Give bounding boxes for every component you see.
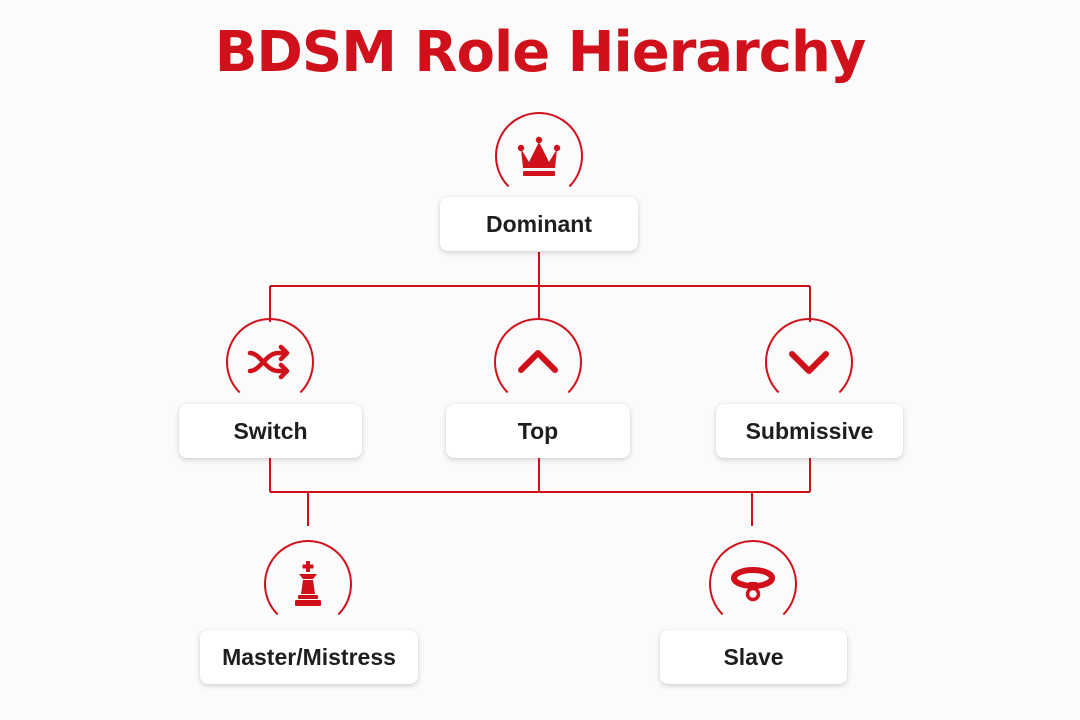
node-switch[interactable]: Switch [179, 404, 362, 458]
node-master-mistress[interactable]: Master/Mistress [200, 630, 418, 684]
node-top[interactable]: Top [446, 404, 630, 458]
node-slave[interactable]: Slave [660, 630, 847, 684]
submissive-icon-circle [765, 318, 853, 406]
chevron-down-icon [789, 351, 829, 374]
slave-icon-circle [709, 540, 797, 628]
dominant-icon-circle [495, 112, 583, 200]
master-icon-circle [264, 540, 352, 628]
shuffle-icon [247, 344, 290, 380]
switch-icon-circle [226, 318, 314, 406]
chevron-up-icon [518, 350, 558, 373]
diagram-title: BDSM Role Hierarchy [214, 20, 867, 85]
node-submissive[interactable]: Submissive [716, 404, 903, 458]
collar-icon [731, 567, 775, 602]
crown-icon [517, 136, 561, 176]
chess-king-icon [295, 561, 321, 606]
node-dominant[interactable]: Dominant [440, 197, 638, 251]
top-icon-circle [494, 318, 582, 406]
